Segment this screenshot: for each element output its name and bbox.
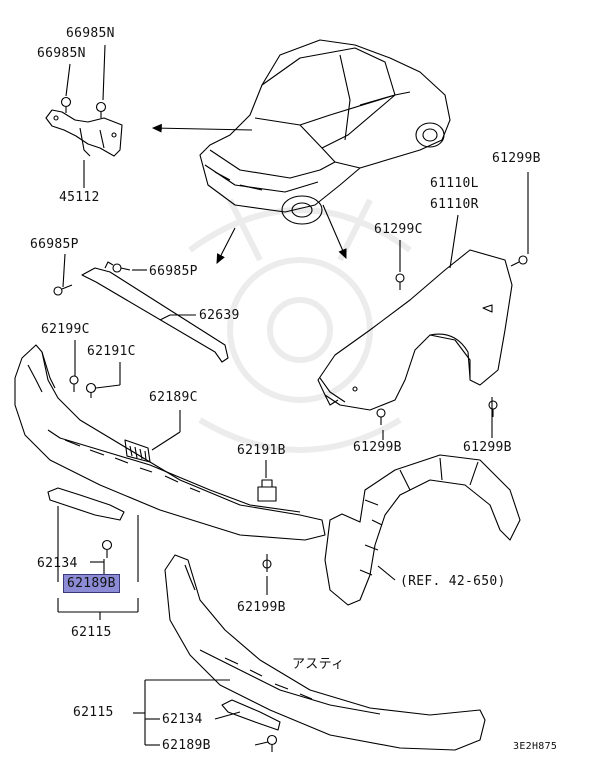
label-61299B-right: 61299B: [463, 440, 512, 455]
fender-61110: [317, 249, 513, 411]
label-45112: 45112: [59, 190, 100, 205]
label-62189B-lower: 62189B: [162, 738, 211, 753]
reinforcement-bar-62639: [53, 261, 229, 363]
label-62134: 62134: [37, 556, 78, 571]
label-61299C: 61299C: [374, 222, 423, 237]
clip-62191C: [85, 382, 97, 398]
leader-lines-top-left: [65, 44, 106, 188]
clip-62199C: [69, 375, 79, 392]
fender-bolts: [376, 255, 528, 425]
bracket-45112: [45, 109, 123, 157]
label-62115-lower: 62115: [73, 705, 114, 720]
cover-62134-upper: [47, 487, 125, 521]
label-japanese-note: アスティ: [292, 657, 345, 672]
car-illustration: [199, 39, 451, 225]
front-bumper-lower: [164, 554, 486, 751]
pointer-arrows: [151, 123, 347, 264]
clip-62191B: [257, 460, 277, 502]
label-66985N: 66985N: [37, 46, 86, 61]
label-61110R: 61110R: [430, 197, 479, 212]
leader-lines-fender: [382, 172, 529, 440]
diagram-code: 3E2H875: [513, 741, 558, 752]
leader-lines-bumper: [74, 340, 181, 451]
label-66985P-left: 66985P: [30, 237, 79, 252]
clip-62189B-lower: [266, 734, 278, 752]
label-62191B: 62191B: [237, 443, 286, 458]
label-66985N-top: 66985N: [66, 26, 115, 41]
label-62189B-highlighted[interactable]: 62189B: [63, 574, 120, 593]
bolt-66985N-left: [60, 96, 72, 113]
label-62199B: 62199B: [237, 600, 286, 615]
front-bumper-upper: [14, 344, 326, 541]
label-62115: 62115: [71, 625, 112, 640]
label-62134-lower: 62134: [162, 712, 203, 727]
label-62191C: 62191C: [87, 344, 136, 359]
grille-62189C: [124, 439, 151, 463]
splash-shield-ref-42-650: [324, 454, 521, 606]
label-62189C: 62189C: [149, 390, 198, 405]
label-62639: 62639: [199, 308, 240, 323]
label-66985P-right: 66985P: [149, 264, 198, 279]
label-61110L: 61110L: [430, 176, 479, 191]
label-61299B-top: 61299B: [492, 151, 541, 166]
leader-lines-bar: [62, 253, 196, 321]
leader-lines-lower: [133, 679, 269, 746]
label-ref-42-650: (REF. 42-650): [400, 574, 506, 589]
label-61299B-center: 61299B: [353, 440, 402, 455]
clip-62199B: [262, 554, 272, 595]
bolt-66985N-right: [95, 101, 107, 118]
label-62199C: 62199C: [41, 322, 90, 337]
bracket-group-62115: [57, 506, 139, 620]
